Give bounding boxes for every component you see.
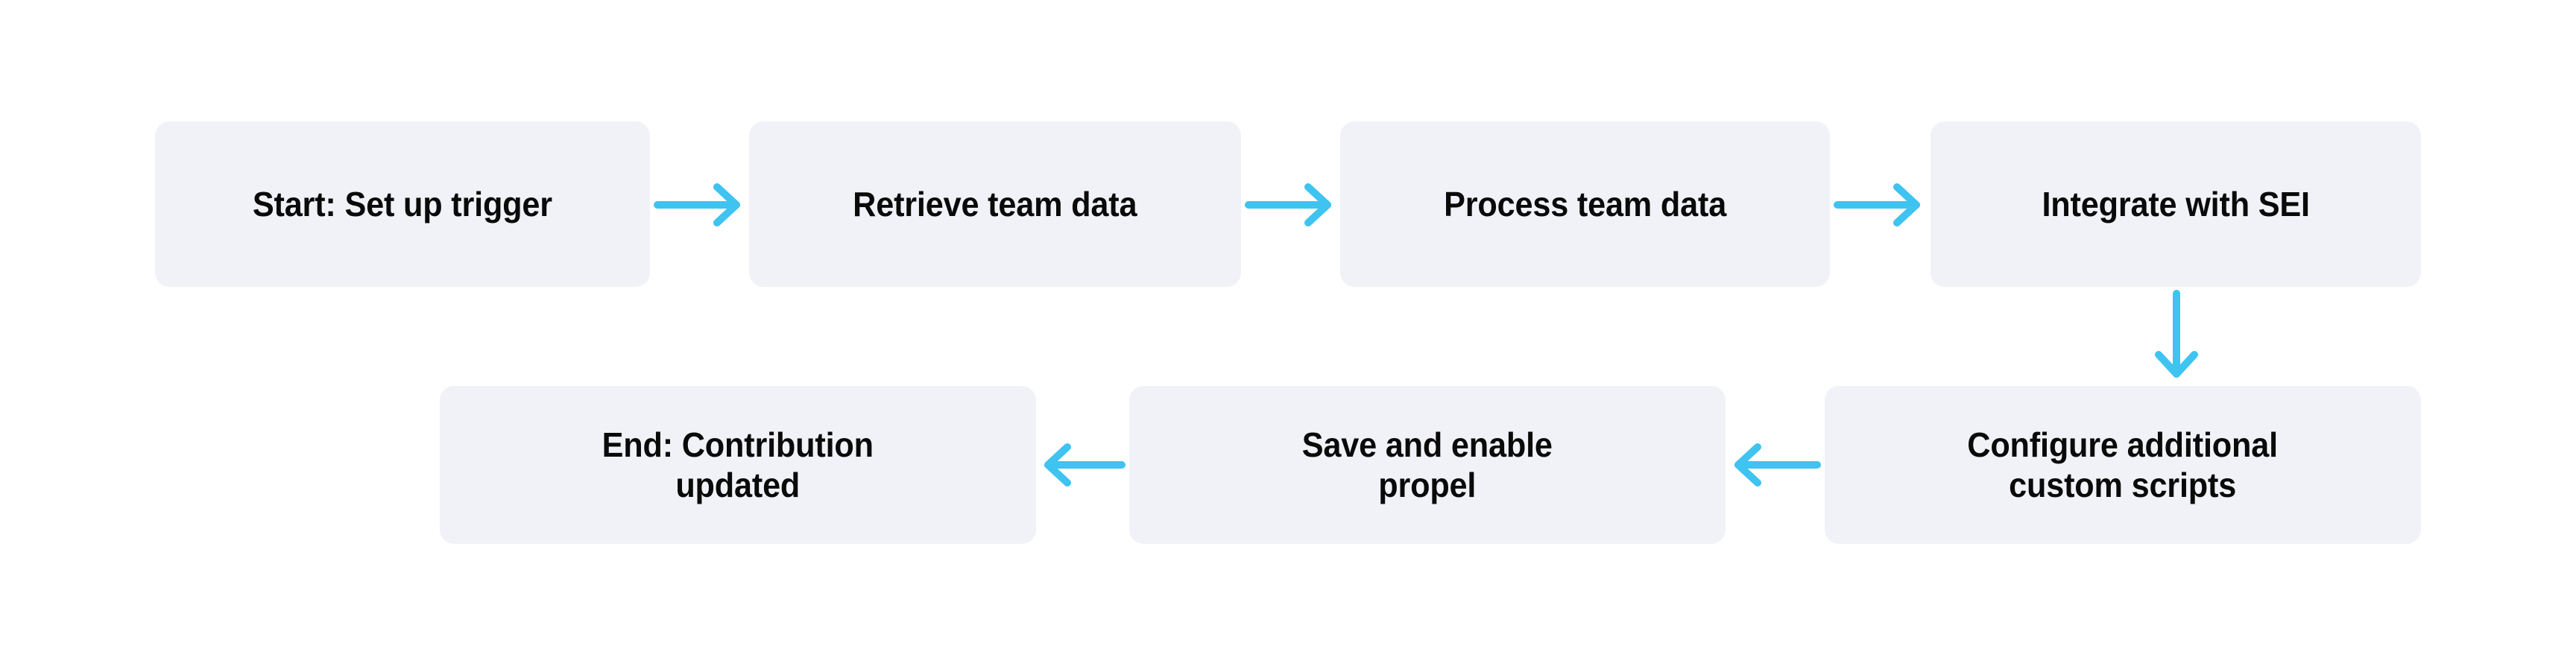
arrow-left-icon-save-to-end <box>1041 443 1126 487</box>
flow-node-label: Integrate with SEI <box>2042 184 2310 223</box>
flow-node-integrate-with-sei[interactable]: Integrate with SEI <box>1931 121 2421 287</box>
flow-node-configure-additional-custom-scripts[interactable]: Configure additional custom scripts <box>1825 386 2421 544</box>
flow-node-save-and-enable-propel[interactable]: Save and enable propel <box>1129 386 1726 544</box>
flow-node-label: End: Contribution updated <box>602 425 874 504</box>
arrow-right-icon-retrieve-to-process <box>1245 183 1336 227</box>
flow-node-retrieve-team-data[interactable]: Retrieve team data <box>749 121 1241 287</box>
flow-node-start[interactable]: Start: Set up trigger <box>155 121 650 287</box>
arrow-right-icon-start-to-retrieve <box>654 183 745 227</box>
flow-node-label: Retrieve team data <box>853 184 1137 223</box>
arrow-right-icon-process-to-integrate <box>1834 183 1925 227</box>
arrow-left-icon-configure-to-save <box>1731 443 1821 487</box>
arrow-down-icon-integrate-to-configure <box>2154 290 2199 383</box>
flow-node-label: Save and enable propel <box>1301 425 1553 504</box>
flow-node-process-team-data[interactable]: Process team data <box>1340 121 1830 287</box>
flow-node-label: Start: Set up trigger <box>252 184 553 223</box>
flow-node-label: Configure additional custom scripts <box>1967 425 2279 504</box>
flow-node-end-contribution-updated[interactable]: End: Contribution updated <box>440 386 1036 544</box>
flow-node-label: Process team data <box>1444 184 1726 223</box>
